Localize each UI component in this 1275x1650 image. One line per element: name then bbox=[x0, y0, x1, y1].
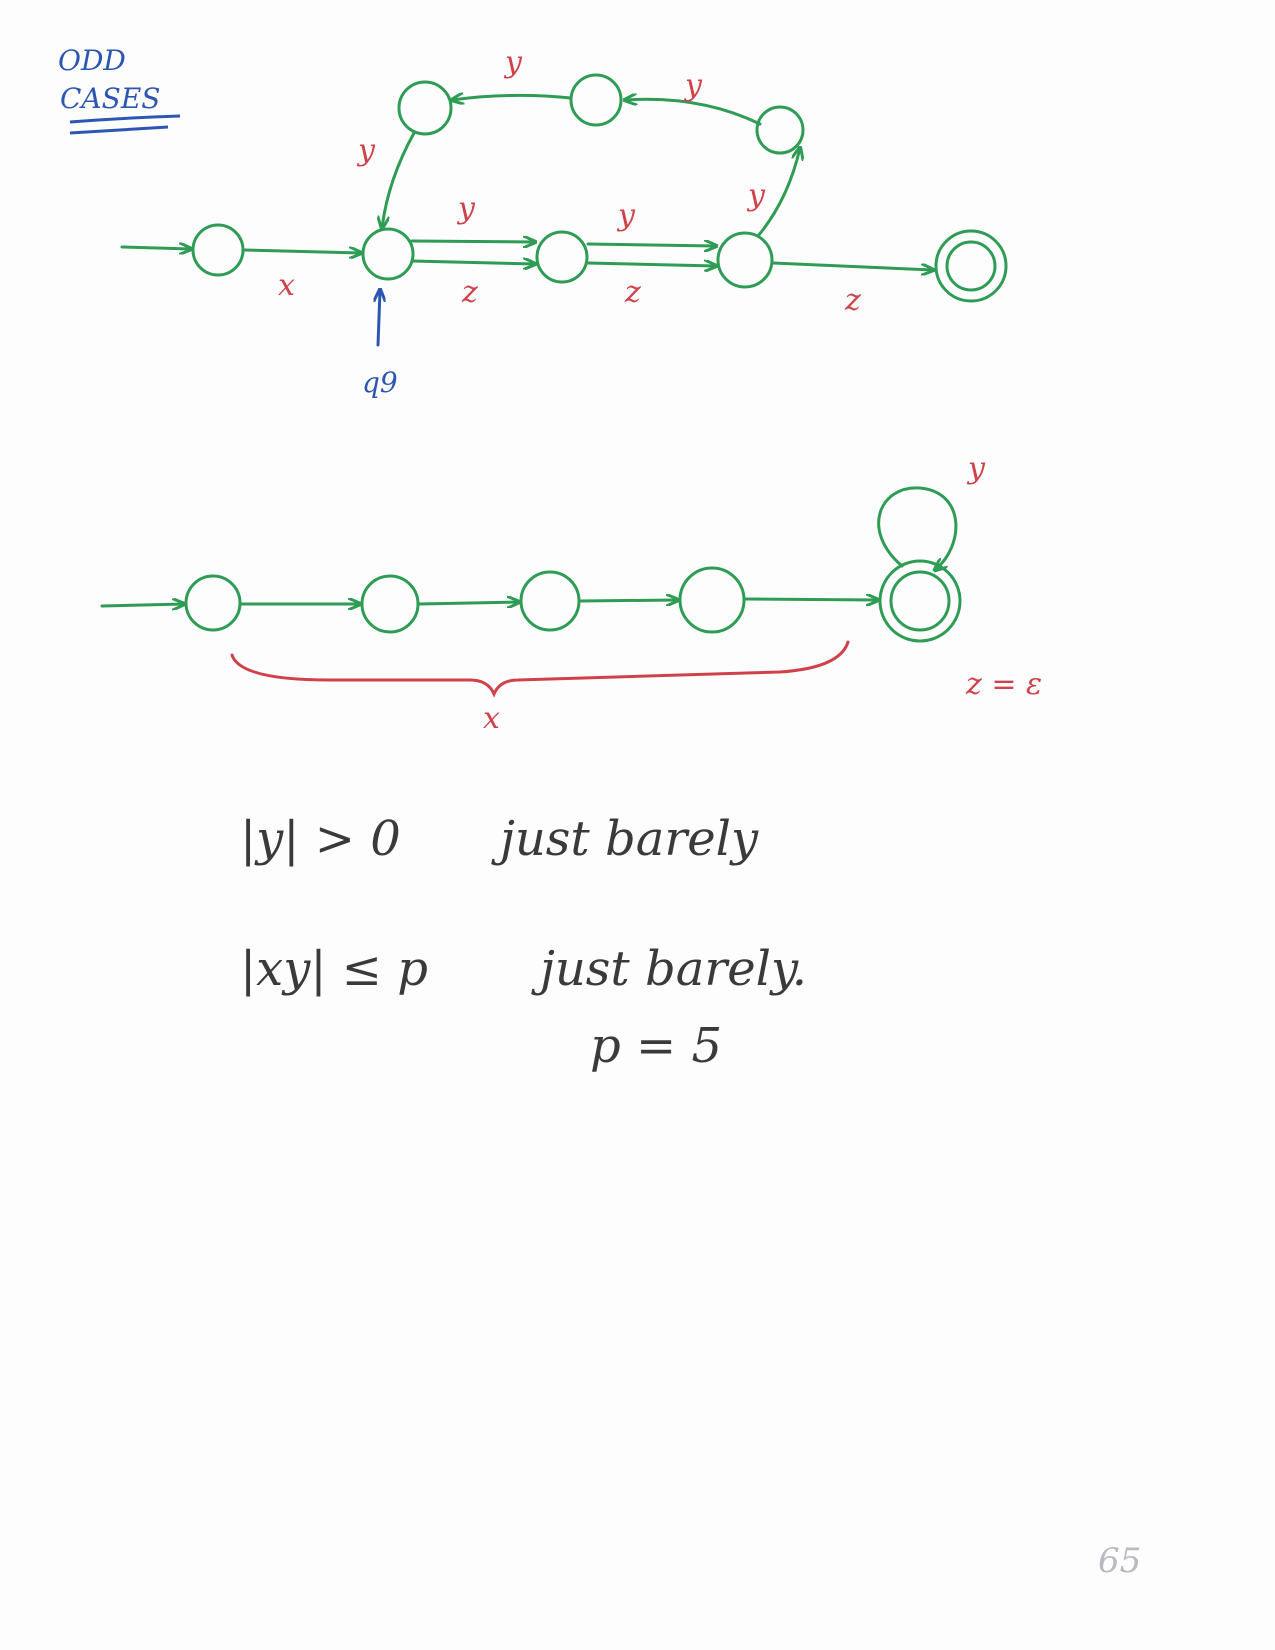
d1-label-y-edge3: y bbox=[746, 178, 766, 213]
d1-edge-y1 bbox=[410, 241, 535, 242]
page-number: 65 bbox=[1098, 1541, 1141, 1581]
d2-edge-3 bbox=[578, 600, 678, 601]
heading-underline-2 bbox=[69, 125, 169, 135]
d1-loop-state-a bbox=[397, 80, 453, 136]
d1-label-y-loop-right: y bbox=[683, 68, 703, 103]
d2-label-self-loop: y bbox=[966, 451, 986, 486]
heading-line2: CASES bbox=[60, 82, 160, 115]
d1-state-3 bbox=[716, 231, 774, 289]
d2-start-arrow bbox=[100, 604, 184, 606]
d1-label-z-edge3: z bbox=[844, 283, 861, 318]
heading-underline-1 bbox=[69, 114, 181, 124]
d1-label-y-edge1: y bbox=[456, 191, 476, 226]
d1-edge-x bbox=[242, 250, 361, 253]
heading: ODD CASES bbox=[58, 44, 181, 135]
d1-accept-state-inner bbox=[945, 240, 997, 292]
d1-edge-y3 bbox=[756, 148, 800, 238]
diagram-1: q9 x y y y y y y z z z bbox=[120, 45, 1008, 399]
note-line2-text: just barely. bbox=[531, 941, 807, 997]
heading-line1: ODD bbox=[58, 44, 126, 77]
d1-state-1 bbox=[361, 227, 415, 281]
d1-edge-z2 bbox=[586, 263, 716, 266]
d1-label-z-edge1: z bbox=[461, 275, 478, 310]
notes: |y| > 0 just barely |xy| ≤ p just barely… bbox=[240, 811, 807, 1074]
d1-q9-label: q9 bbox=[362, 366, 398, 399]
d1-label-y-loop-left: y bbox=[356, 133, 376, 168]
note-line1-math: |y| > 0 bbox=[240, 811, 401, 867]
note-line2-math: |xy| ≤ p bbox=[240, 941, 428, 997]
d1-edge-y2 bbox=[586, 244, 716, 246]
d1-start-arrow bbox=[120, 247, 191, 249]
d2-self-loop bbox=[877, 486, 958, 570]
d2-label-brace: x bbox=[483, 701, 500, 736]
d1-label-x: x bbox=[278, 268, 295, 303]
d1-edge-loop-back-2 bbox=[452, 95, 573, 100]
d1-loop-state-c bbox=[755, 105, 805, 155]
d1-label-z-edge2: z bbox=[624, 275, 641, 310]
d1-q9-pointer-arrow bbox=[378, 290, 380, 347]
d1-edge-loop-back-1 bbox=[625, 99, 762, 126]
d2-label-z-epsilon: z = ε bbox=[965, 667, 1042, 702]
d1-accept-state-outer bbox=[934, 229, 1008, 303]
d1-label-y-loop-top: y bbox=[503, 45, 523, 80]
d1-edge-z3 bbox=[771, 261, 933, 270]
d1-state-0 bbox=[191, 223, 245, 277]
d1-edge-z1 bbox=[410, 261, 535, 264]
d2-state-2 bbox=[519, 570, 581, 632]
note-line1-text: just barely bbox=[491, 811, 759, 867]
d2-edge-2 bbox=[417, 602, 519, 604]
d2-brace bbox=[230, 640, 850, 698]
diagram-2: y x z = ε bbox=[100, 451, 1042, 736]
d2-state-3 bbox=[678, 566, 746, 634]
d1-label-y-edge2: y bbox=[616, 198, 636, 233]
d1-edge-loop-back-3 bbox=[382, 131, 416, 228]
d2-state-1 bbox=[360, 574, 420, 634]
d1-loop-state-b bbox=[569, 73, 623, 127]
d2-edge-4 bbox=[743, 599, 878, 600]
note-line3: p = 5 bbox=[590, 1018, 722, 1074]
d2-accept-state-inner bbox=[889, 570, 951, 632]
d1-state-2 bbox=[535, 230, 589, 284]
d2-state-0 bbox=[184, 574, 242, 632]
